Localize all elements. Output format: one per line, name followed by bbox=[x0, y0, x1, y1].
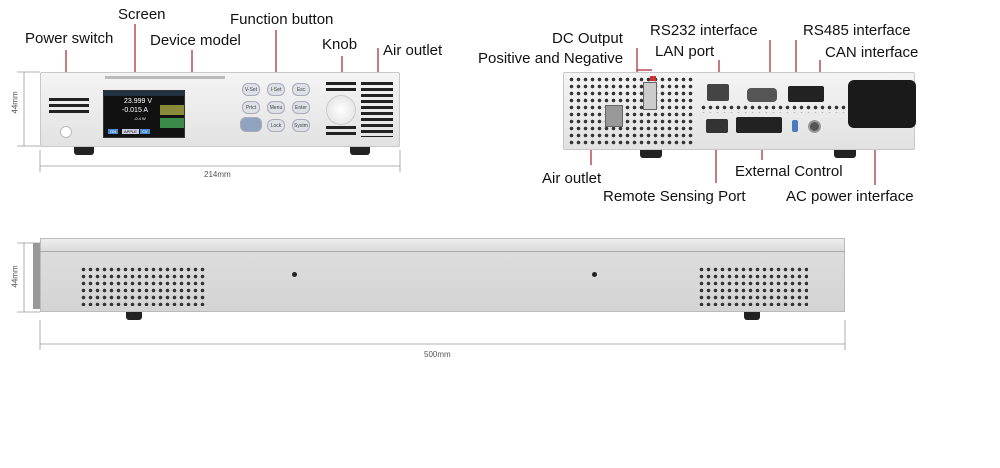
rs485-can-ports[interactable] bbox=[788, 86, 824, 102]
dc-output-connector bbox=[643, 82, 657, 110]
softkey-apple: APPLE bbox=[122, 129, 139, 134]
side-vent-left bbox=[80, 266, 207, 306]
front-height-dim: 44mm bbox=[10, 91, 20, 114]
warning-mark bbox=[650, 76, 656, 81]
screen-power: -0.4 W bbox=[134, 116, 146, 121]
label-ac-power: AC power interface bbox=[786, 188, 914, 205]
screw-hole bbox=[592, 272, 597, 277]
ground-terminal bbox=[808, 120, 821, 133]
dc-output-terminal bbox=[605, 105, 623, 127]
side-seam bbox=[40, 251, 845, 252]
external-control-port[interactable] bbox=[736, 117, 782, 133]
button-systm[interactable]: Systm bbox=[292, 119, 310, 132]
button-prtct[interactable]: Prtct bbox=[242, 101, 260, 114]
foot bbox=[74, 147, 94, 155]
label-function-button: Function button bbox=[230, 11, 334, 28]
side-vent-right bbox=[698, 266, 808, 306]
remote-sensing-port[interactable] bbox=[706, 119, 728, 133]
front-width-dim: 214mm bbox=[204, 170, 231, 179]
label-can: CAN interface bbox=[825, 44, 919, 61]
lan-port[interactable] bbox=[707, 84, 729, 101]
foot bbox=[744, 312, 760, 320]
label-remote-sensing: Remote Sensing Port bbox=[603, 188, 746, 205]
foot bbox=[834, 150, 856, 158]
button-menu[interactable]: Menu bbox=[267, 101, 285, 114]
front-bezel-edge bbox=[33, 243, 40, 309]
front-vent-left bbox=[49, 98, 89, 116]
knob[interactable] bbox=[326, 95, 356, 125]
label-rs232: RS232 interface bbox=[650, 22, 758, 39]
button-v-set[interactable]: V-Set bbox=[242, 83, 260, 96]
button-output[interactable] bbox=[240, 117, 262, 132]
rear-air-outlet bbox=[568, 76, 693, 146]
knob-vent-top bbox=[326, 82, 356, 91]
button-lock[interactable]: Lock bbox=[267, 119, 285, 132]
rs232-port[interactable] bbox=[747, 88, 777, 102]
knob-vent-bottom bbox=[326, 126, 356, 138]
foot bbox=[640, 150, 662, 158]
label-power-switch: Power switch bbox=[25, 30, 114, 47]
screen: 23.999 V -0.015 A -0.4 W ON APPLE CV bbox=[103, 90, 185, 138]
label-lan: LAN port bbox=[655, 43, 715, 60]
button-enter[interactable]: Enter bbox=[292, 101, 310, 114]
power-switch[interactable] bbox=[60, 126, 72, 138]
screen-voltage: 23.999 V bbox=[124, 98, 153, 105]
foot bbox=[350, 147, 370, 155]
button-esc[interactable]: Esc bbox=[292, 83, 310, 96]
device-model-text bbox=[105, 76, 225, 79]
label-dc-output: DC Output bbox=[552, 30, 623, 47]
label-device-model: Device model bbox=[150, 32, 241, 49]
softkey-cv: CV bbox=[140, 129, 150, 134]
dip-switch[interactable] bbox=[792, 120, 798, 132]
label-air-outlet-front: Air outlet bbox=[383, 42, 443, 59]
button-i-set[interactable]: I-Set bbox=[267, 83, 285, 96]
label-screen: Screen bbox=[118, 6, 166, 23]
screen-current: -0.015 A bbox=[122, 107, 149, 114]
label-knob: Knob bbox=[322, 36, 358, 53]
front-air-outlet bbox=[361, 82, 393, 137]
label-rs485: RS485 interface bbox=[803, 22, 911, 39]
rear-vent-row bbox=[700, 104, 855, 113]
foot bbox=[126, 312, 142, 320]
side-height-dim: 44mm bbox=[10, 265, 20, 288]
softkey-on: ON bbox=[108, 129, 118, 134]
ac-power-inlet[interactable] bbox=[848, 80, 916, 128]
side-length-dim: 500mm bbox=[424, 350, 451, 359]
screw-hole bbox=[292, 272, 297, 277]
label-positive-negative: Positive and Negative bbox=[478, 50, 624, 67]
label-external-control: External Control bbox=[735, 163, 843, 180]
label-air-outlet-rear: Air outlet bbox=[542, 170, 602, 187]
